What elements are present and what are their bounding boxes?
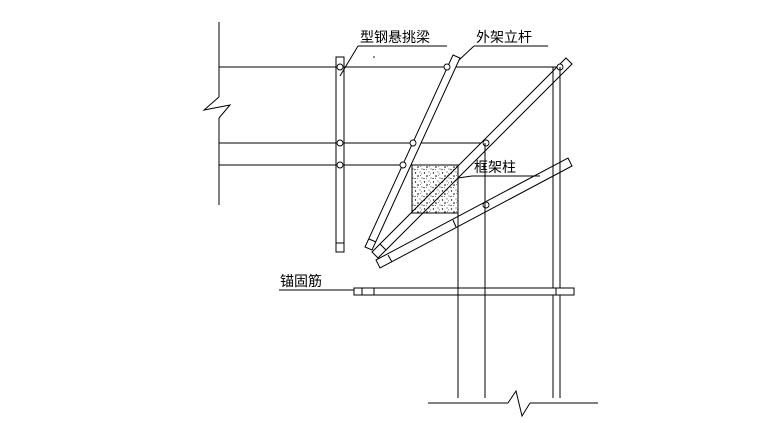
anchor-bar bbox=[353, 287, 575, 296]
frame-column bbox=[411, 164, 459, 214]
ground-line bbox=[428, 389, 598, 418]
label-anchor-bar: 锚固筋 bbox=[280, 273, 322, 290]
scaffold-poles bbox=[457, 67, 561, 398]
diagonal-tube-2 bbox=[371, 57, 573, 259]
vertical-tube bbox=[335, 56, 345, 253]
label-frame-column: 框架柱 bbox=[474, 160, 516, 176]
slab-lines bbox=[219, 66, 568, 166]
label-steel-beam: 型钢悬挑梁 bbox=[360, 30, 430, 46]
leader-lines bbox=[279, 45, 548, 291]
diagonal-tube-1 bbox=[364, 54, 461, 251]
building-wall bbox=[202, 22, 232, 205]
label-outer-pole: 外架立杆 bbox=[476, 30, 532, 46]
